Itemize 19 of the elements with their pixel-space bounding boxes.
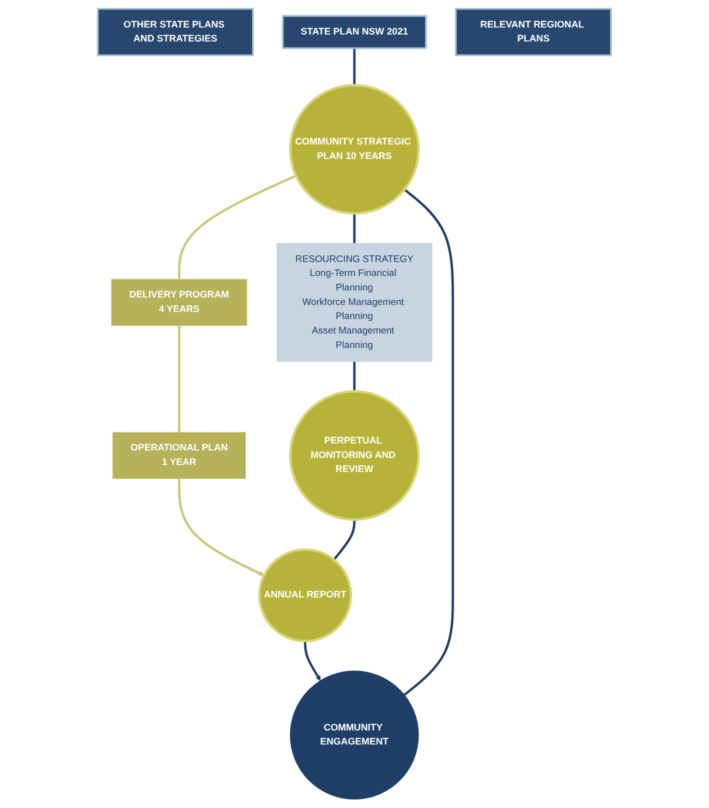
connector: [178, 326, 180, 432]
arrow: [304, 641, 321, 681]
node-box: DELIVERY PROGRAM 4 YEARS: [111, 278, 248, 326]
node-box: OTHER STATE PLANS AND STRATEGIES: [97, 8, 254, 56]
node-box: RELEVANT REGIONAL PLANS: [455, 8, 612, 56]
connector: [353, 48, 356, 86]
connector: [178, 174, 296, 280]
connector: [353, 362, 356, 392]
node-circle: COMMUNITY ENGAGEMENT: [290, 670, 419, 800]
node-circle: PERPETUAL MONITORING AND REVIEW: [289, 390, 420, 521]
node-circle: COMMUNITY STRATEGIC PLAN 10 YEARS: [289, 84, 420, 215]
node-box: STATE PLAN NSW 2021: [282, 15, 427, 50]
arrow: [178, 478, 264, 576]
node-circle: ANNUAL REPORT: [258, 548, 352, 642]
connector: [333, 520, 356, 560]
connector: [404, 188, 454, 696]
node-box: OPERATIONAL PLAN 1 YEAR: [112, 432, 246, 480]
node-box: RESOURCING STRATEGY Long-Term Financial Planning Workforce Management Planning Asset Management Planning: [276, 243, 432, 362]
connector: [353, 214, 356, 244]
